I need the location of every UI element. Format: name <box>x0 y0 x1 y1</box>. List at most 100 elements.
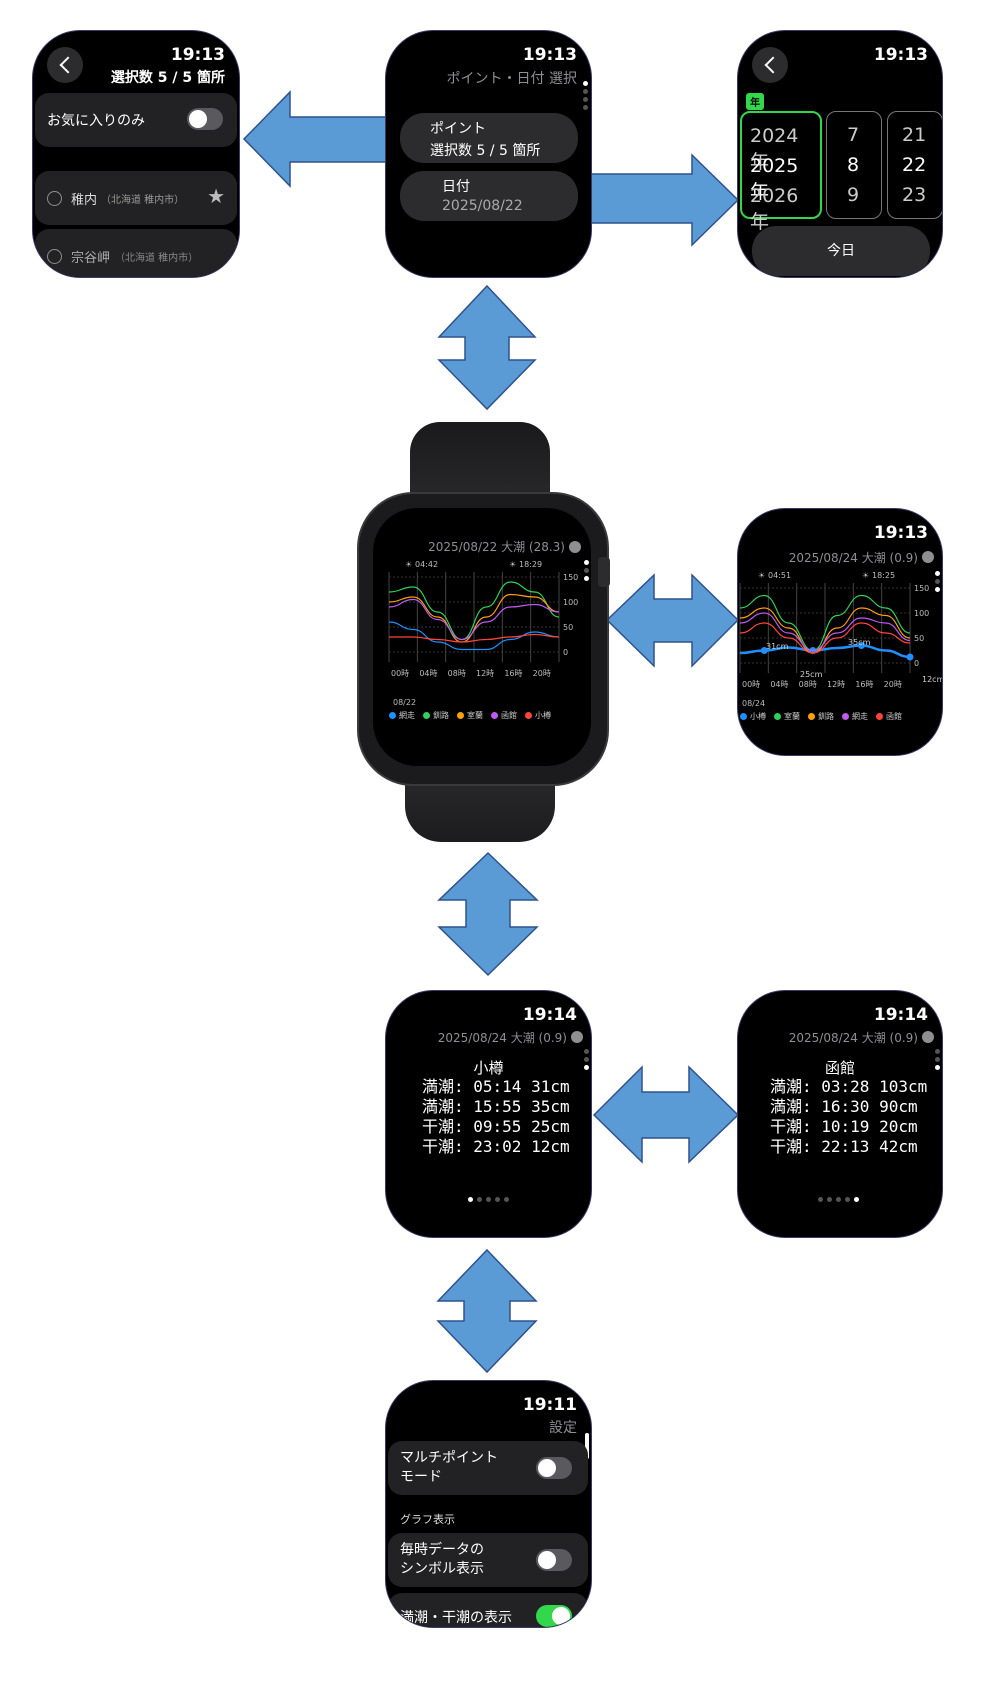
x-axis-date: 08/24 <box>742 699 766 708</box>
symbol-display-row[interactable]: 毎時データの シンボル表示 <box>388 1533 588 1587</box>
legend-swatch <box>423 712 430 719</box>
scroll-indicator <box>584 560 589 584</box>
back-button[interactable] <box>47 47 83 83</box>
tide-display-toggle[interactable] <box>536 1605 572 1627</box>
legend-item: 室蘭 <box>774 712 800 721</box>
point-label: ポイント <box>430 121 486 137</box>
series-line <box>388 598 560 641</box>
back-button[interactable] <box>752 47 788 83</box>
page-title: 選択数 5 / 5 箇所 <box>110 70 225 86</box>
clock: 19:13 <box>522 45 577 65</box>
tide-line: 満潮: 05:14 31cm <box>422 1077 570 1096</box>
series-line <box>739 612 911 652</box>
favorites-toggle-row[interactable]: お気に入りのみ <box>35 93 237 147</box>
scroll-indicator <box>935 571 940 595</box>
day-option[interactable]: 23 <box>902 184 927 206</box>
month-option[interactable]: 7 <box>847 124 860 146</box>
clock: 19:13 <box>873 523 928 543</box>
y-tick-label: 150 <box>914 584 929 593</box>
arrow-updown-3 <box>436 1248 538 1374</box>
arrow-leftright-1 <box>605 573 740 668</box>
today-button[interactable]: 今日 <box>752 226 930 276</box>
x-tick-label: 08時 <box>799 680 817 689</box>
x-tick-label: 20時 <box>533 669 551 678</box>
y-tick-label: 0 <box>563 648 568 657</box>
scrollbar[interactable] <box>585 1433 589 1459</box>
date-button[interactable]: 日付 2025/08/22 <box>400 171 578 221</box>
tide-display-row[interactable]: 満潮・干潮の表示 <box>388 1593 588 1627</box>
year-option[interactable]: 2026 年 <box>750 185 799 233</box>
legend-swatch <box>740 713 747 720</box>
status-dot <box>922 551 934 563</box>
point-name: 稚内 <box>71 193 98 208</box>
series-line <box>388 581 560 641</box>
radio-icon[interactable] <box>47 191 62 206</box>
list-item[interactable]: 稚内 （北海道 稚内市） ★ <box>35 171 237 225</box>
digital-crown[interactable] <box>598 557 610 587</box>
chart-header: 2025/08/22 大潮 (28.3) <box>428 540 565 554</box>
legend-swatch <box>774 713 781 720</box>
year-option[interactable]: 2024 年 <box>750 125 799 173</box>
legend-item: 釧路 <box>808 712 834 721</box>
clock: 19:13 <box>170 45 225 65</box>
month-selected[interactable]: 8 <box>847 154 860 176</box>
arrow-left <box>242 90 394 188</box>
point-value: 選択数 5 / 5 箇所 <box>430 143 541 159</box>
hakodate-tide-screen: 19:14 2025/08/24 大潮 (0.9) 函館 満潮: 03:28 1… <box>737 990 943 1238</box>
y-tick-label: 50 <box>563 623 573 632</box>
sunset-time: 18:29 <box>519 560 543 569</box>
day-option[interactable]: 21 <box>902 124 927 146</box>
favorites-label: お気に入りのみ <box>47 113 145 129</box>
clock: 19:13 <box>873 45 928 65</box>
y-tick-label: 0 <box>914 659 919 668</box>
favorites-toggle[interactable] <box>187 108 223 130</box>
month-wheel[interactable]: 7 8 9 <box>826 111 882 219</box>
year-wheel[interactable]: 2024 年 2025 年 2026 年 <box>740 111 822 233</box>
sunset-time: 18:25 <box>872 571 896 580</box>
legend-item: 網走 <box>389 711 415 720</box>
tide-line: 干潮: 09:55 25cm <box>422 1117 570 1136</box>
symbol-toggle[interactable] <box>536 1549 572 1571</box>
y-tick-label: 100 <box>563 598 578 607</box>
data-point <box>760 647 768 654</box>
multipoint-toggle[interactable] <box>536 1457 572 1479</box>
apple-watch-device: 2025/08/22 大潮 (28.3) ☀ 04:42 ☀ 18:29 150… <box>355 422 610 842</box>
list-item[interactable]: 宗谷岬 （北海道 稚内市） <box>35 229 237 277</box>
scroll-indicator <box>935 1049 940 1073</box>
x-tick-label: 16時 <box>855 680 873 689</box>
legend-item: 小樽 <box>740 712 766 721</box>
multipoint-mode-row[interactable]: マルチポイント モード <box>388 1441 588 1495</box>
x-tick-label: 00時 <box>742 680 760 689</box>
day-wheel[interactable]: 21 22 23 <box>887 111 942 219</box>
place-name: 函館 <box>824 1059 855 1077</box>
radio-icon[interactable] <box>47 249 62 264</box>
status-dot <box>571 1031 583 1043</box>
day-selected[interactable]: 22 <box>902 154 927 176</box>
chart-legend: 網走釧路室蘭函館小樽 <box>389 710 559 721</box>
otaru-tide-screen: 19:14 2025/08/24 大潮 (0.9) 小樽 満潮: 05:14 3… <box>385 990 592 1238</box>
legend-item: 函館 <box>491 711 517 720</box>
x-tick-label: 20時 <box>884 680 902 689</box>
sunset-icon: ☀ <box>862 571 870 580</box>
tide-line: 満潮: 03:28 103cm <box>770 1077 928 1096</box>
arrow-leftright-2 <box>592 1065 740 1164</box>
y-tick-label: 50 <box>914 634 924 643</box>
month-option[interactable]: 9 <box>847 184 860 206</box>
chart-header: 2025/08/24 大潮 (0.9) <box>788 551 918 565</box>
today-label: 今日 <box>827 243 855 259</box>
date-label: 日付 <box>442 179 470 195</box>
scroll-indicator <box>583 81 588 113</box>
annotation: 12cm <box>922 675 943 684</box>
year-selected[interactable]: 2025 年 <box>750 155 799 203</box>
page-title: ポイント・日付 選択 <box>446 71 577 87</box>
annotation: 25cm <box>800 670 823 679</box>
tide-line: 満潮: 15:55 35cm <box>422 1097 570 1116</box>
sunrise-time: 04:42 <box>415 560 439 569</box>
arrow-updown-2 <box>437 851 539 977</box>
multipoint-label: マルチポイント モード <box>400 1450 498 1485</box>
star-icon[interactable]: ★ <box>207 184 225 208</box>
chart-detail-screen: 19:13 2025/08/24 大潮 (0.9) ☀ 04:51 ☀ 18:2… <box>737 508 943 756</box>
point-button[interactable]: ポイント 選択数 5 / 5 箇所 <box>400 113 578 163</box>
place-name: 小樽 <box>473 1059 504 1077</box>
